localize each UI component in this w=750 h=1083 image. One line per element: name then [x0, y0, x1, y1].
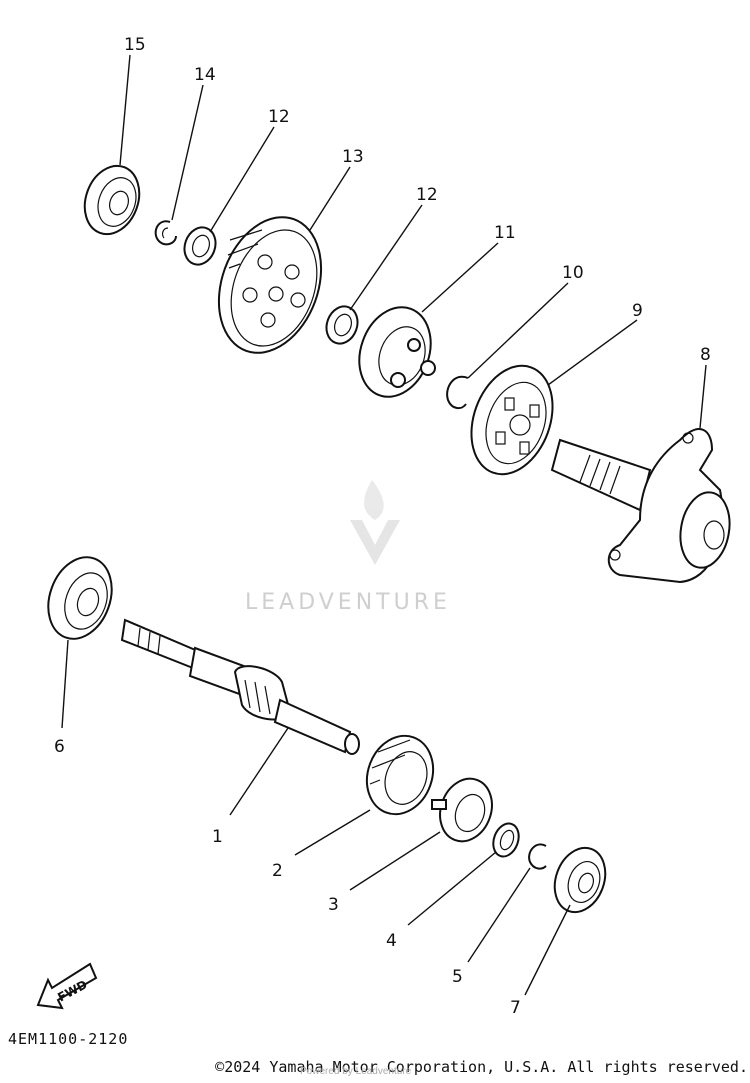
part-12-washer-b [325, 305, 359, 345]
part-1-main-shaft [120, 618, 360, 755]
part-11-hub [358, 306, 436, 398]
callout-13: 13 [342, 147, 364, 167]
callout-6: 6 [54, 737, 65, 757]
part-14-circlip [154, 220, 177, 246]
part-9-gear [470, 364, 554, 476]
part-5-circlip [528, 843, 547, 870]
callout-7: 7 [510, 998, 521, 1018]
callout-2: 2 [272, 861, 283, 881]
leader-lines [61, 54, 707, 996]
drawing-code: 4EM1100-2120 [8, 1030, 129, 1048]
callout-12b: 12 [416, 185, 438, 205]
callout-8: 8 [700, 345, 711, 365]
callout-1: 1 [212, 827, 223, 847]
part-7-bearing [553, 846, 607, 914]
callout-9: 9 [632, 301, 643, 321]
callout-12a: 12 [268, 107, 290, 127]
callout-5: 5 [452, 967, 463, 987]
part-15-bearing [83, 164, 141, 236]
part-3-gear [431, 777, 493, 843]
part-8-bevel-shaft [550, 428, 731, 584]
watermark-logo [350, 480, 400, 565]
part-4-washer [492, 822, 520, 858]
part-12-washer-a [183, 226, 217, 266]
callout-3: 3 [328, 895, 339, 915]
watermark-subtext: Powered by Leadventure [300, 1066, 412, 1077]
fwd-arrow-icon: FWD [36, 962, 98, 1010]
callout-10: 10 [562, 263, 584, 283]
callout-14: 14 [194, 65, 216, 85]
part-10-circlip [446, 375, 469, 410]
callout-4: 4 [386, 931, 397, 951]
callout-11: 11 [494, 223, 516, 243]
copyright-notice: ©2024 Yamaha Motor Corporation, U.S.A. A… [215, 1058, 748, 1076]
callout-15: 15 [124, 35, 146, 55]
part-2-gear [365, 734, 435, 816]
part-13-gear [217, 216, 323, 354]
part-6-bearing [47, 556, 113, 640]
watermark-text: LEADVENTURE [245, 590, 451, 615]
